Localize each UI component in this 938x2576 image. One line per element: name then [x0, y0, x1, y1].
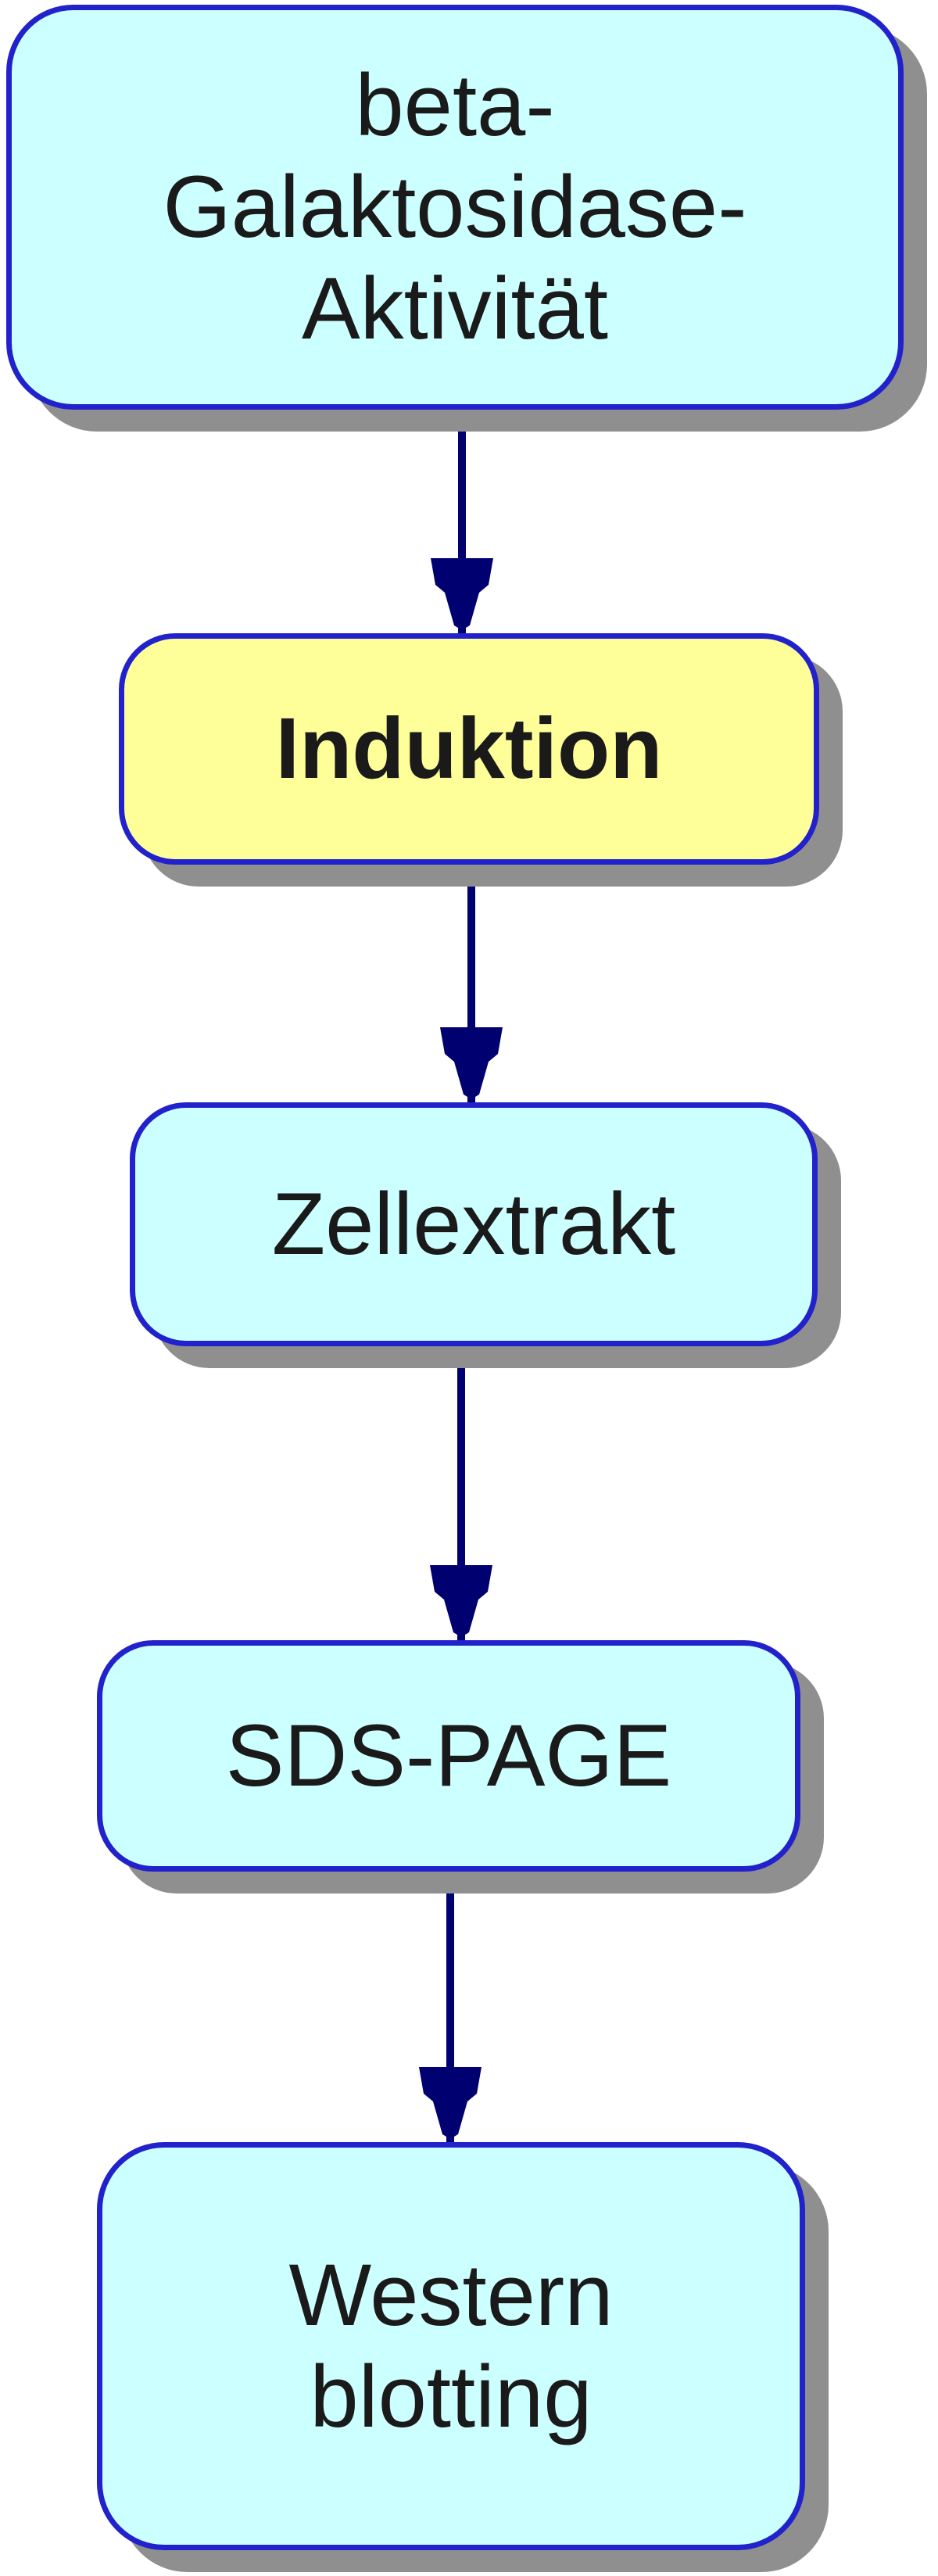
- node-sds-page: SDS-PAGE: [97, 1640, 800, 1872]
- node-label: beta- Galaktosidase- Aktivität: [163, 56, 747, 357]
- node-western-blotting: Western blotting: [97, 2142, 805, 2550]
- node-label: Zellextrakt: [271, 1175, 676, 1274]
- node-label: Western blotting: [288, 2246, 614, 2445]
- arrowhead-icon: [419, 2067, 482, 2139]
- node-induktion: Induktion: [119, 633, 819, 865]
- arrowhead-icon: [430, 1565, 492, 1637]
- node-label: SDS-PAGE: [225, 1707, 672, 1805]
- connector-arrow: [431, 410, 493, 633]
- node-zellextrakt: Zellextrakt: [130, 1102, 818, 1346]
- connector-arrow: [440, 865, 503, 1102]
- connector-arrow: [419, 1872, 482, 2142]
- connector-arrow: [430, 1346, 492, 1640]
- arrowhead-icon: [440, 1027, 503, 1099]
- node-beta-galaktosidase-aktivitaet: beta- Galaktosidase- Aktivität: [6, 5, 904, 410]
- arrowhead-icon: [431, 558, 493, 630]
- node-label: Induktion: [275, 700, 663, 797]
